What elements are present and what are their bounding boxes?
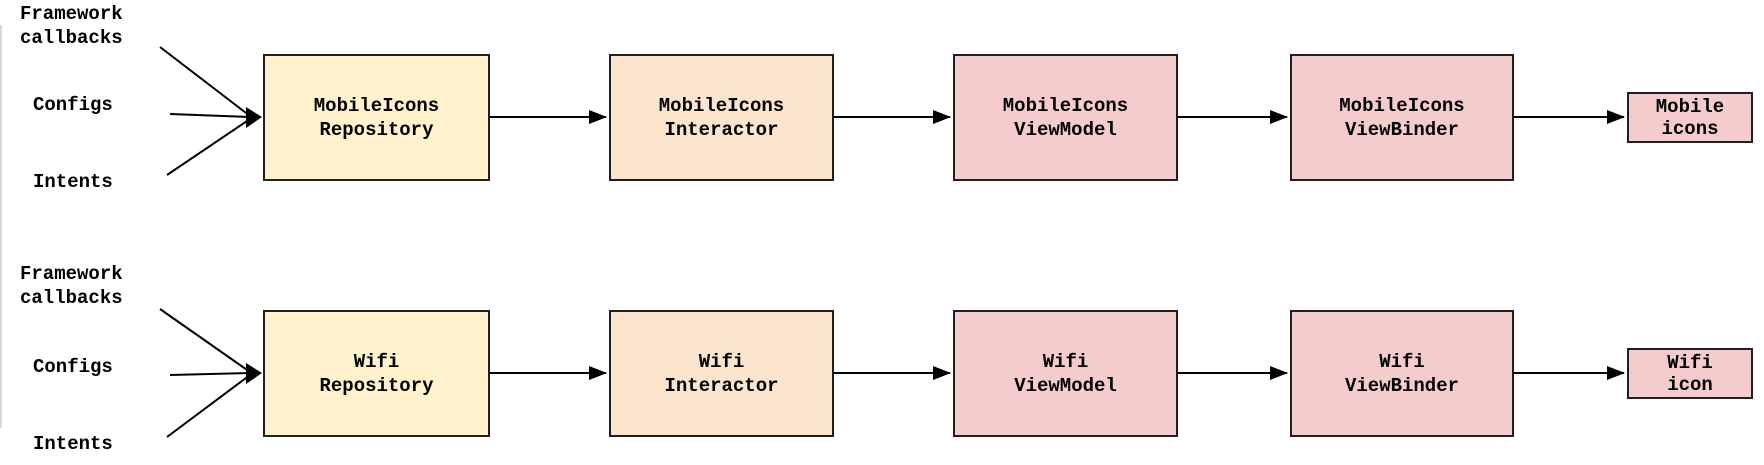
node-wifi-viewbinder: Wifi ViewBinder [1290, 310, 1514, 437]
convergence-arrowhead-bottom [246, 363, 262, 384]
convergence-arrowhead-top [246, 107, 262, 128]
node-mobileicons-repository: MobileIcons Repository [263, 54, 490, 181]
node-wifi-repository: Wifi Repository [263, 310, 490, 437]
input-label-intents: Intents [33, 171, 113, 193]
input-label-configs: Configs [33, 94, 113, 116]
node-wifi-icon-output: Wifi icon [1627, 348, 1753, 399]
node-mobile-icons-output: Mobile icons [1627, 92, 1753, 143]
page-edge-line [0, 25, 2, 428]
node-mobileicons-viewbinder: MobileIcons ViewBinder [1290, 54, 1514, 181]
node-mobileicons-interactor: MobileIcons Interactor [609, 54, 834, 181]
node-mobileicons-viewmodel: MobileIcons ViewModel [953, 54, 1178, 181]
input-label-configs: Configs [33, 356, 113, 378]
node-wifi-viewmodel: Wifi ViewModel [953, 310, 1178, 437]
input-label-intents: Intents [33, 433, 113, 455]
node-wifi-interactor: Wifi Interactor [609, 310, 834, 437]
input-label-framework-callbacks: Framework callbacks [20, 3, 123, 49]
input-label-framework-callbacks: Framework callbacks [20, 263, 123, 309]
